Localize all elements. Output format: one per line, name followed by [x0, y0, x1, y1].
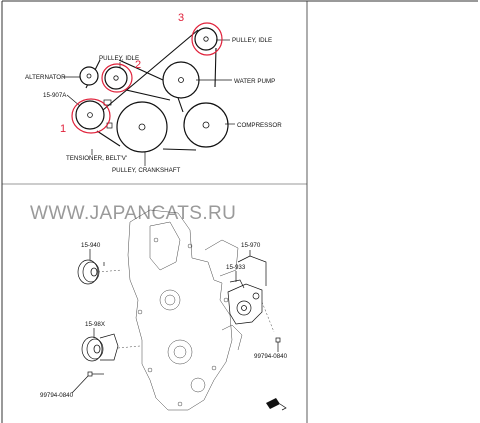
- label-tensioner: TENSIONER, BELT'V': [66, 155, 127, 162]
- tensioner-hub: [87, 112, 93, 118]
- tensioner-970-part: [227, 279, 275, 333]
- engine-front-cover: [127, 209, 243, 411]
- tensioner-pulley: [75, 100, 105, 130]
- crankshaft-pulley: [116, 101, 168, 153]
- label-bolt-left: 99794-0840: [40, 392, 74, 399]
- alternator-hub: [86, 73, 92, 79]
- crankshaft-hub: [138, 123, 146, 131]
- label-alternator: ALTERNATOR: [25, 74, 66, 81]
- idle-pulley-part: [77, 259, 123, 285]
- red-annotations: 1 2 3: [60, 12, 223, 135]
- label-bolt-right: 99794-0840: [254, 353, 288, 360]
- front-direction-arrow-icon: [266, 398, 287, 411]
- annotation-circle-idle-mid: [101, 63, 133, 93]
- water-pump-pulley: [162, 61, 200, 99]
- label-15-98x: 15-98X: [85, 321, 105, 328]
- annotation-circle-idle-top: [191, 22, 223, 56]
- compressor-pulley: [183, 102, 229, 148]
- idle-pulley-mid-hub: [113, 75, 119, 81]
- tensioner-bracket: [103, 99, 112, 106]
- idle-pulley-top-hub: [203, 36, 209, 42]
- idle-pulley-top: [194, 27, 218, 51]
- idle-pulley-mid: [104, 66, 128, 90]
- watermark-text: WWW.JAPANCATS.RU: [30, 203, 236, 224]
- tensioner-assembly-part: [81, 333, 141, 362]
- bolt-left-part: [87, 371, 104, 377]
- bolt-right-part: [275, 337, 281, 352]
- label-15-907a: 15-907A: [43, 92, 67, 99]
- belt-layout: [75, 27, 229, 153]
- label-pulley-idle-mid: PULLEY, IDLE: [99, 55, 139, 62]
- label-crankshaft: PULLEY, CRANKSHAFT: [112, 167, 181, 174]
- annotation-circle-tensioner: [71, 98, 111, 134]
- label-compressor: COMPRESSOR: [237, 122, 282, 129]
- label-15-933: 15-933: [226, 264, 246, 271]
- annotation-marker-1: 1: [60, 123, 66, 135]
- label-15-940: 15-940: [81, 242, 101, 249]
- leader-lines: [63, 39, 235, 166]
- compressor-hub: [202, 121, 210, 129]
- annotation-marker-3: 3: [178, 12, 184, 24]
- water-pump-hub: [178, 77, 184, 83]
- alternator-pulley: [79, 66, 99, 86]
- label-15-970: 15-970: [241, 242, 261, 249]
- annotation-marker-2: 2: [135, 59, 141, 71]
- label-pulley-idle-top: PULLEY, IDLE: [232, 37, 272, 44]
- label-water-pump: WATER PUMP: [234, 78, 275, 85]
